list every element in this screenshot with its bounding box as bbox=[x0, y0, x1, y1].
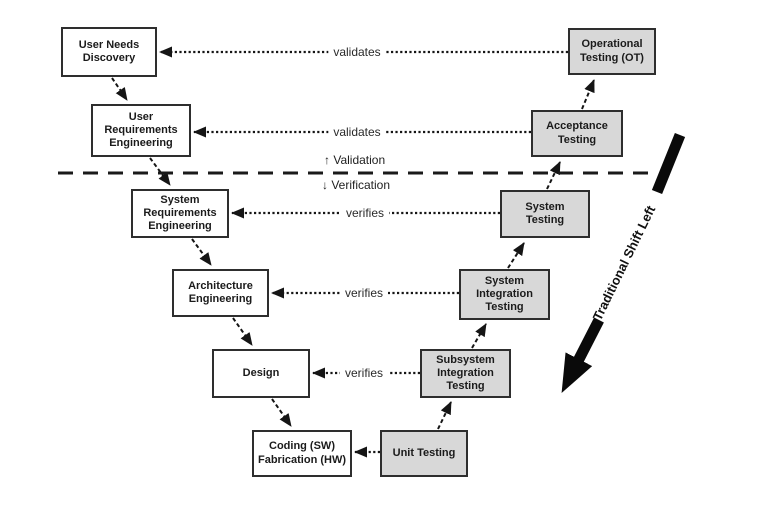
node-label: User Requirements Engineering bbox=[104, 110, 178, 150]
node-subsystem-integration-testing: Subsystem Integration Testing bbox=[420, 349, 511, 398]
node-label: System Integration Testing bbox=[476, 274, 533, 314]
verification-label: ↓ Verification bbox=[322, 178, 391, 192]
node-label: Architecture Engineering bbox=[188, 279, 253, 305]
node-unit-testing: Unit Testing bbox=[380, 430, 468, 477]
shift-left-arrow bbox=[561, 132, 686, 394]
node-label: System Requirements Engineering bbox=[143, 193, 217, 233]
node-label: Acceptance Testing bbox=[546, 120, 608, 146]
node-design: Design bbox=[212, 349, 310, 398]
node-coding-fabrication: Coding (SW) Fabrication (HW) bbox=[252, 430, 352, 477]
node-system-requirements-engineering: System Requirements Engineering bbox=[131, 189, 229, 238]
testing-flow-arrows bbox=[437, 79, 595, 430]
node-label: User Needs Discovery bbox=[78, 38, 140, 64]
node-label: Operational Testing (OT) bbox=[580, 38, 644, 64]
validation-label: ↑ Validation bbox=[324, 153, 386, 167]
node-label: Design bbox=[242, 366, 280, 379]
node-acceptance-testing: Acceptance Testing bbox=[531, 110, 623, 157]
node-architecture-engineering: Architecture Engineering bbox=[172, 269, 269, 317]
node-user-needs-discovery: User Needs Discovery bbox=[61, 27, 157, 77]
node-label: System Testing bbox=[525, 200, 565, 226]
relation-label-verifies-3: verifies bbox=[339, 366, 389, 380]
node-operational-testing: Operational Testing (OT) bbox=[568, 28, 656, 75]
node-user-requirements-engineering: User Requirements Engineering bbox=[91, 104, 191, 157]
node-label: Coding (SW) Fabrication (HW) bbox=[258, 440, 346, 466]
node-system-integration-testing: System Integration Testing bbox=[459, 269, 550, 320]
relation-label-validates-2: validates bbox=[328, 125, 386, 139]
relation-label-validates-1: validates bbox=[328, 45, 386, 59]
relation-label-verifies-2: verifies bbox=[339, 286, 389, 300]
node-system-testing: System Testing bbox=[500, 190, 590, 238]
node-label: Subsystem Integration Testing bbox=[436, 353, 495, 393]
node-label: Unit Testing bbox=[392, 446, 456, 459]
relation-label-verifies-1: verifies bbox=[340, 206, 390, 220]
